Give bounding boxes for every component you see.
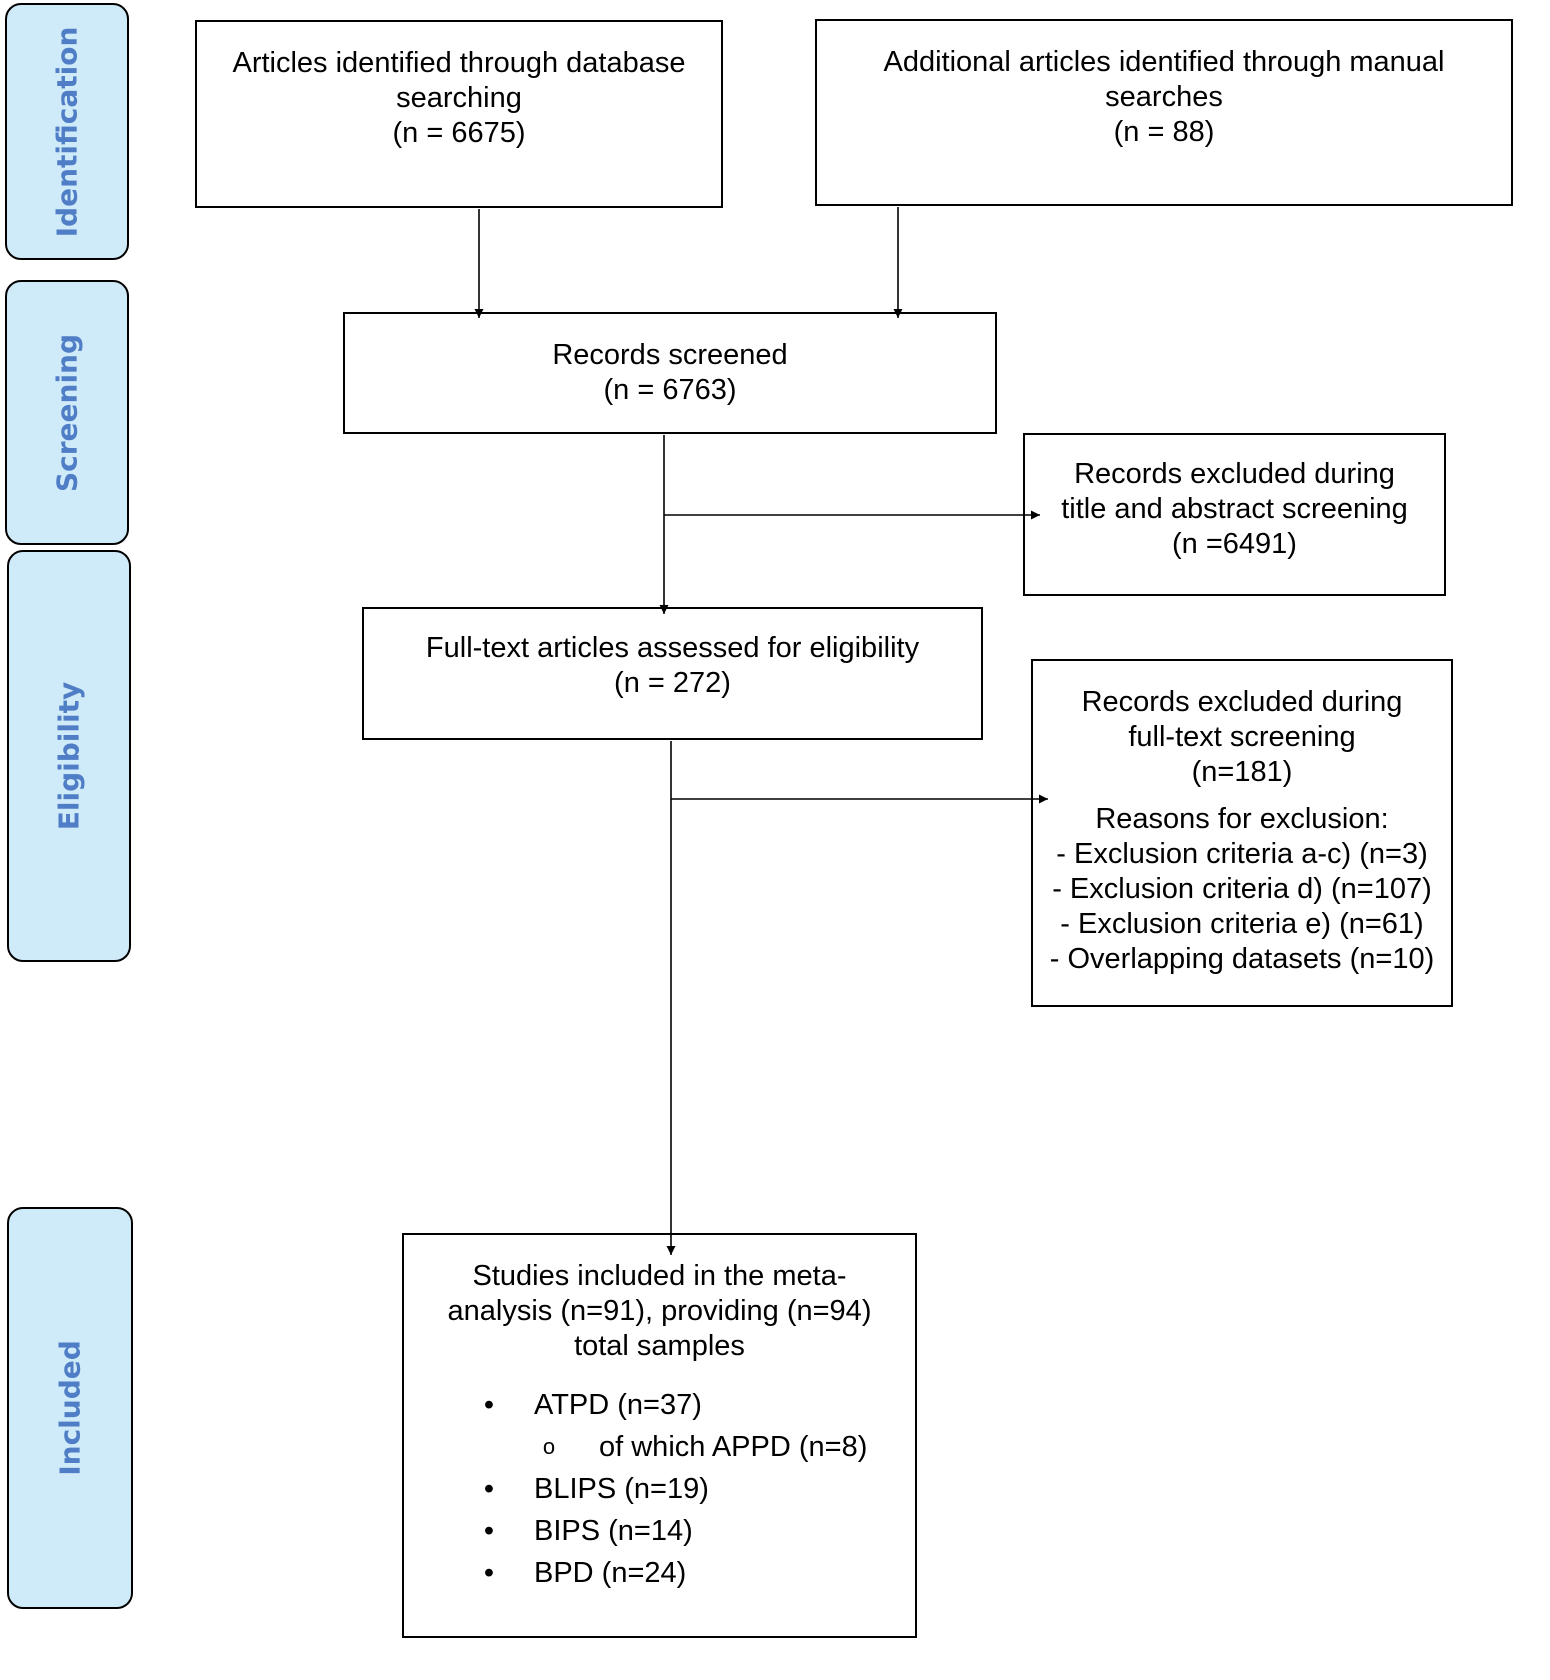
box-text: Studies included in the meta- [472, 1260, 847, 1292]
bullet-icon: • [483, 1473, 495, 1505]
reason-item: - Exclusion criteria a-c) (n=3) [1056, 838, 1428, 870]
list-item: • BIPS (n=14) [479, 1510, 915, 1552]
box-text: analysis (n=91), providing (n=94) [447, 1295, 872, 1327]
box-text: full-text screening [1128, 721, 1356, 753]
box-text: (n = 88) [1113, 116, 1215, 148]
box-excluded-title-abstract: Records excluded during title and abstra… [1023, 433, 1446, 596]
box-text: Records screened [552, 339, 788, 371]
box-text: (n=181) [1191, 756, 1293, 788]
list-item: • BPD (n=24) [479, 1552, 915, 1594]
list-item-text: BLIPS (n=19) [534, 1473, 709, 1505]
list-item: • ATPD (n=37) [479, 1384, 915, 1426]
box-text: Records excluded during [1074, 458, 1395, 490]
box-text: (n = 6763) [603, 374, 737, 406]
box-text: Full-text articles assessed for eligibil… [425, 632, 920, 664]
box-text: (n =6491) [1172, 528, 1297, 560]
box-text: searching [396, 82, 522, 114]
reason-item: - Exclusion criteria e) (n=61) [1060, 908, 1424, 940]
box-manual-search: Additional articles identified through m… [815, 19, 1513, 206]
list-item: o of which APPD (n=8) [479, 1426, 915, 1468]
stage-eligibility: Eligibility [7, 550, 131, 962]
list-item: • BLIPS (n=19) [479, 1468, 915, 1510]
box-text: (n = 272) [614, 667, 731, 699]
box-text: title and abstract screening [1061, 493, 1408, 525]
included-sample-list: • ATPD (n=37) o of which APPD (n=8) • BL… [404, 1384, 915, 1594]
box-included: Studies included in the meta- analysis (… [402, 1233, 917, 1638]
stage-screening: Screening [5, 280, 129, 545]
list-item-text: BPD (n=24) [534, 1557, 687, 1589]
bullet-icon: • [483, 1515, 495, 1547]
box-full-text-assessed: Full-text articles assessed for eligibil… [362, 607, 983, 740]
bullet-icon: • [483, 1389, 495, 1421]
reason-item: - Overlapping datasets (n=10) [1049, 943, 1435, 975]
sub-bullet-icon: o [542, 1434, 556, 1459]
box-text: Additional articles identified through m… [883, 46, 1445, 78]
list-item-text: of which APPD (n=8) [599, 1431, 868, 1463]
box-text: Articles identified through database [232, 47, 686, 79]
box-text: searches [1105, 81, 1223, 113]
list-item-text: BIPS (n=14) [534, 1515, 693, 1547]
stage-identification: Identification [5, 3, 129, 260]
box-text: Records excluded during [1081, 686, 1403, 718]
reasons-title: Reasons for exclusion: [1095, 803, 1389, 835]
box-database-search: Articles identified through database sea… [195, 20, 723, 208]
box-records-screened: Records screened (n = 6763) [343, 312, 997, 434]
box-text: (n = 6675) [392, 117, 526, 149]
stage-included: Included [7, 1207, 133, 1609]
reason-item: - Exclusion criteria d) (n=107) [1052, 873, 1432, 905]
bullet-icon: • [483, 1557, 495, 1589]
box-text: total samples [574, 1330, 745, 1362]
box-excluded-full-text: Records excluded during full-text screen… [1031, 659, 1453, 1007]
list-item-text: ATPD (n=37) [534, 1389, 702, 1421]
